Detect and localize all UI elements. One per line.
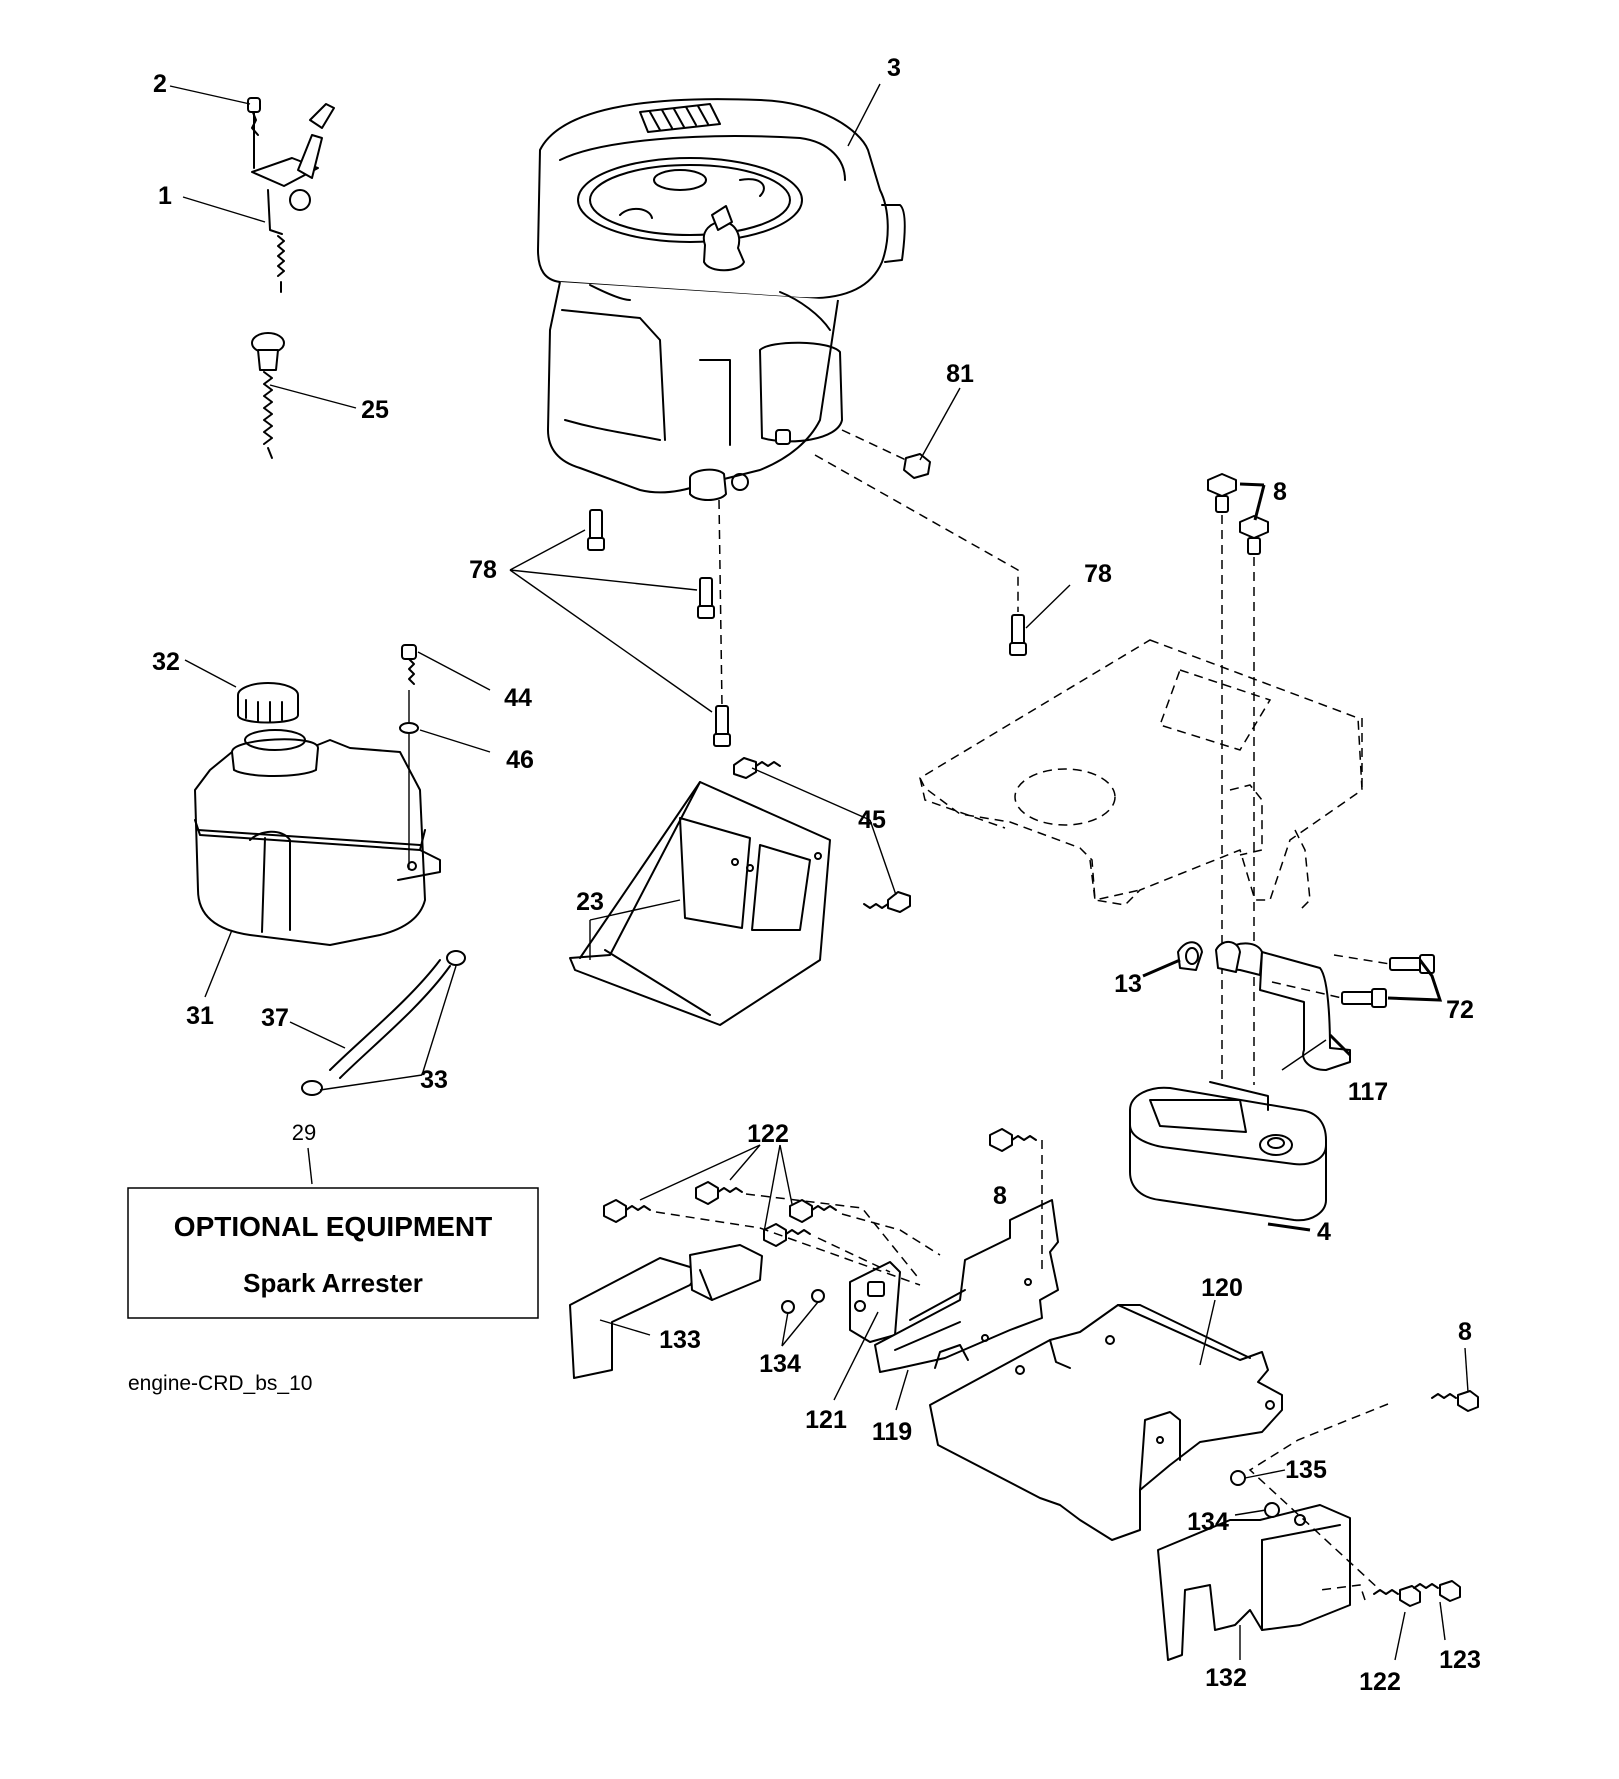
- callout-123: 123: [1439, 1646, 1481, 1674]
- optional-equipment-subtitle: Spark Arrester: [243, 1268, 423, 1298]
- callout-46: 46: [506, 746, 534, 774]
- callout-45: 45: [858, 806, 886, 834]
- callout-134-left: 134: [759, 1350, 801, 1378]
- callout-72: 72: [1446, 996, 1474, 1024]
- callout-44: 44: [504, 684, 532, 712]
- bracket-assembly-part: [569, 1128, 1479, 1661]
- callout-31: 31: [186, 1002, 214, 1030]
- callout-2: 2: [153, 70, 167, 98]
- frame-plate-outline: [919, 639, 1363, 911]
- callout-labels: 1 2 3 4 8 8 8 13 23 25 29 31 32 33 37 44…: [152, 54, 1481, 1696]
- callout-135: 135: [1285, 1456, 1327, 1484]
- callout-13: 13: [1114, 970, 1142, 998]
- engine-part: [537, 98, 906, 501]
- callout-37: 37: [261, 1004, 289, 1032]
- callout-117: 117: [1348, 1078, 1388, 1106]
- callout-132: 132: [1205, 1664, 1247, 1692]
- callout-3: 3: [887, 54, 901, 82]
- bold-leaders: [1142, 482, 1443, 1232]
- callout-81: 81: [946, 360, 974, 388]
- heat-shield-part: [569, 757, 911, 1026]
- callout-134-right: 134: [1187, 1508, 1229, 1536]
- throttle-control-part: [247, 97, 335, 293]
- callout-120: 120: [1201, 1274, 1243, 1302]
- callout-25: 25: [361, 396, 389, 424]
- fuel-line-part: [301, 950, 466, 1096]
- muffler-part: [1129, 1081, 1327, 1222]
- callout-8-right: 8: [1458, 1318, 1472, 1346]
- engine-bolts-part: [587, 454, 1027, 747]
- exhaust-pipe-part: [1177, 941, 1435, 1071]
- bolts-8-top-part: [1207, 473, 1269, 1085]
- nut-81-part: [841, 429, 931, 479]
- callout-8-top: 8: [1273, 478, 1287, 506]
- callout-122-bottom: 122: [1359, 1668, 1401, 1696]
- callout-121: 121: [805, 1406, 847, 1434]
- callout-119: 119: [872, 1418, 912, 1446]
- callout-29: 29: [292, 1120, 316, 1145]
- bolts-122-set: [603, 1128, 1479, 1607]
- drawing-code: engine-CRD_bs_10: [128, 1372, 312, 1395]
- callout-1: 1: [158, 182, 172, 210]
- callout-33: 33: [420, 1066, 448, 1094]
- callout-122-top: 122: [747, 1120, 789, 1148]
- callout-23: 23: [576, 888, 604, 916]
- callout-8-middle: 8: [993, 1182, 1007, 1210]
- optional-equipment-box: OPTIONAL EQUIPMENT Spark Arrester: [127, 1187, 539, 1319]
- choke-knob-part: [251, 332, 285, 459]
- leader-lines: [169, 83, 1469, 1661]
- callout-78-left: 78: [469, 556, 497, 584]
- callout-78-right: 78: [1084, 560, 1112, 588]
- callout-32: 32: [152, 648, 180, 676]
- callout-4: 4: [1317, 1218, 1331, 1246]
- optional-equipment-title: OPTIONAL EQUIPMENT: [174, 1211, 492, 1242]
- callout-133: 133: [659, 1326, 701, 1354]
- fuel-tank-part: [194, 644, 441, 946]
